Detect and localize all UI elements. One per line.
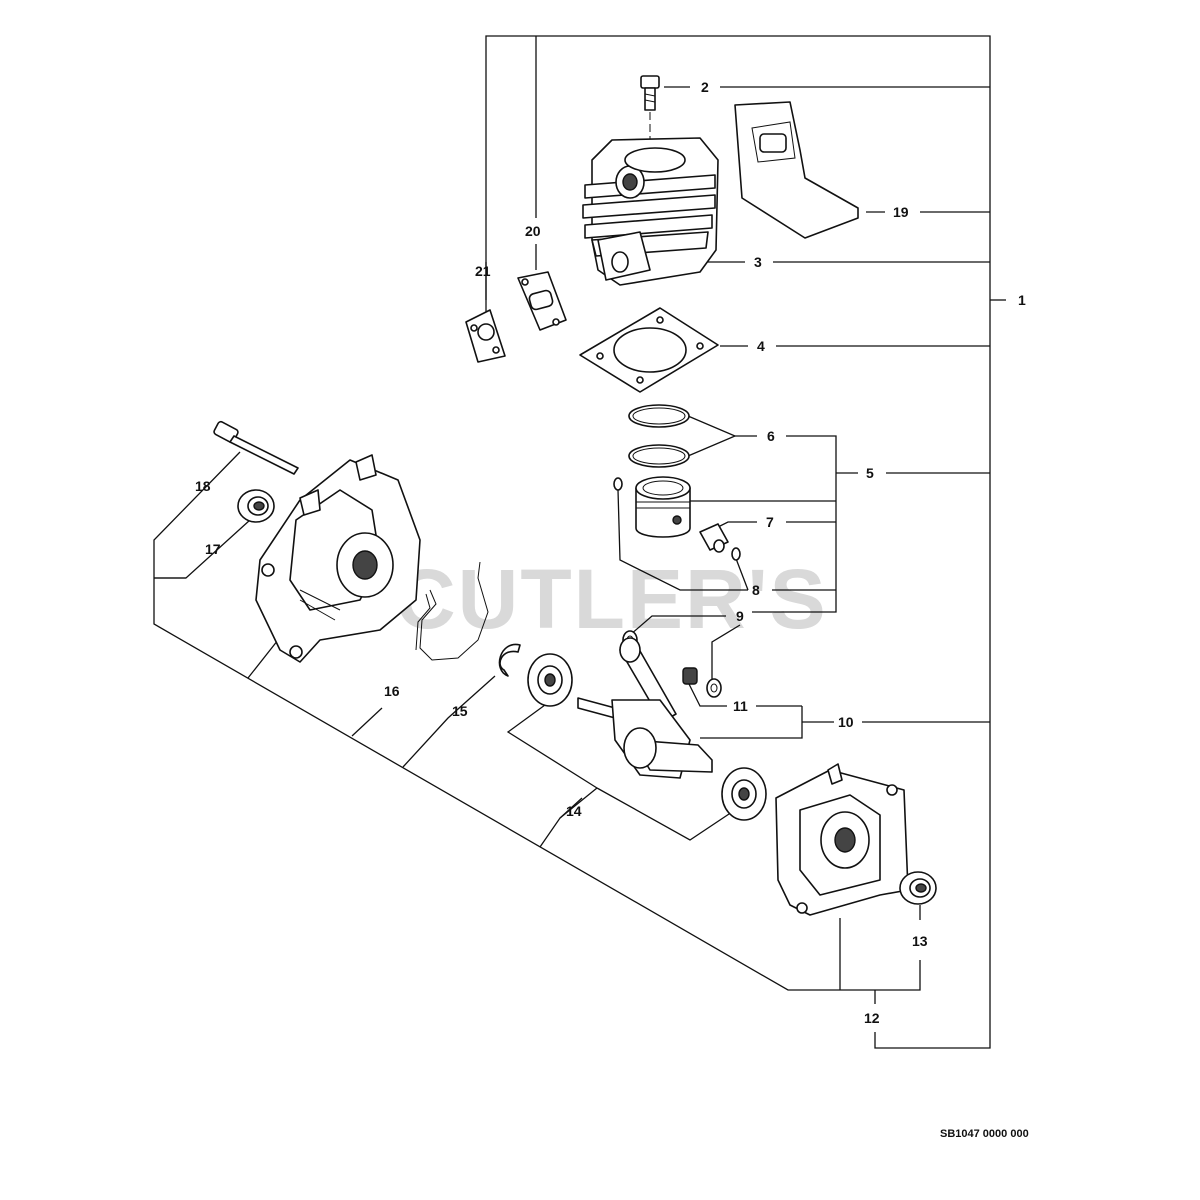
callout-16: 16: [384, 683, 400, 699]
callout-2: 2: [701, 79, 709, 95]
piston: [635, 476, 691, 538]
callout-5: 5: [866, 465, 874, 481]
crank-bearings: [527, 653, 767, 821]
callout-6: 6: [767, 428, 775, 444]
oil-seal-right: [899, 871, 937, 905]
needle-bearing: [682, 667, 698, 685]
callout-12: 12: [864, 1010, 880, 1026]
callout-10: 10: [838, 714, 854, 730]
oil-seal: [237, 489, 275, 523]
callout-13: 13: [912, 933, 928, 949]
callout-8: 8: [752, 582, 760, 598]
callout-14: 14: [566, 803, 582, 819]
callout-20: 20: [525, 223, 541, 239]
callout-18: 18: [195, 478, 211, 494]
piston-pin: [699, 523, 729, 553]
circlip: [498, 643, 521, 677]
heat-shield: [734, 101, 859, 239]
crankcase-right: [775, 763, 909, 916]
callout-11: 11: [733, 698, 748, 714]
callout-9: 9: [736, 608, 744, 624]
callout-numbers: 1 2 3 4 5 6 7 8 9 10 11 12 13 14 15 16 1…: [195, 79, 1026, 1026]
callout-15: 15: [452, 703, 468, 719]
watermark: CUTLER'S: [395, 552, 828, 646]
callout-21: 21: [475, 263, 491, 279]
callout-1: 1: [1018, 292, 1026, 308]
crankcase-left: [255, 454, 421, 663]
callout-19: 19: [893, 204, 909, 220]
crankcase-bolt: [213, 420, 299, 475]
intake-insulator: [465, 309, 506, 363]
drawing-code: SB1047 0000 000: [940, 1128, 1029, 1140]
crankshaft: [577, 637, 713, 779]
callout-3: 3: [754, 254, 762, 270]
piston-clips: [613, 477, 741, 561]
intake-gasket: [517, 271, 567, 331]
callout-7: 7: [766, 514, 774, 530]
cylinder: [582, 137, 719, 286]
leader-lines: [153, 35, 1006, 1049]
callout-17: 17: [205, 541, 221, 557]
crankcase-gasket: [415, 561, 489, 661]
cylinder-gasket: [579, 307, 719, 393]
callout-4: 4: [757, 338, 765, 354]
piston-rings: [628, 404, 690, 468]
